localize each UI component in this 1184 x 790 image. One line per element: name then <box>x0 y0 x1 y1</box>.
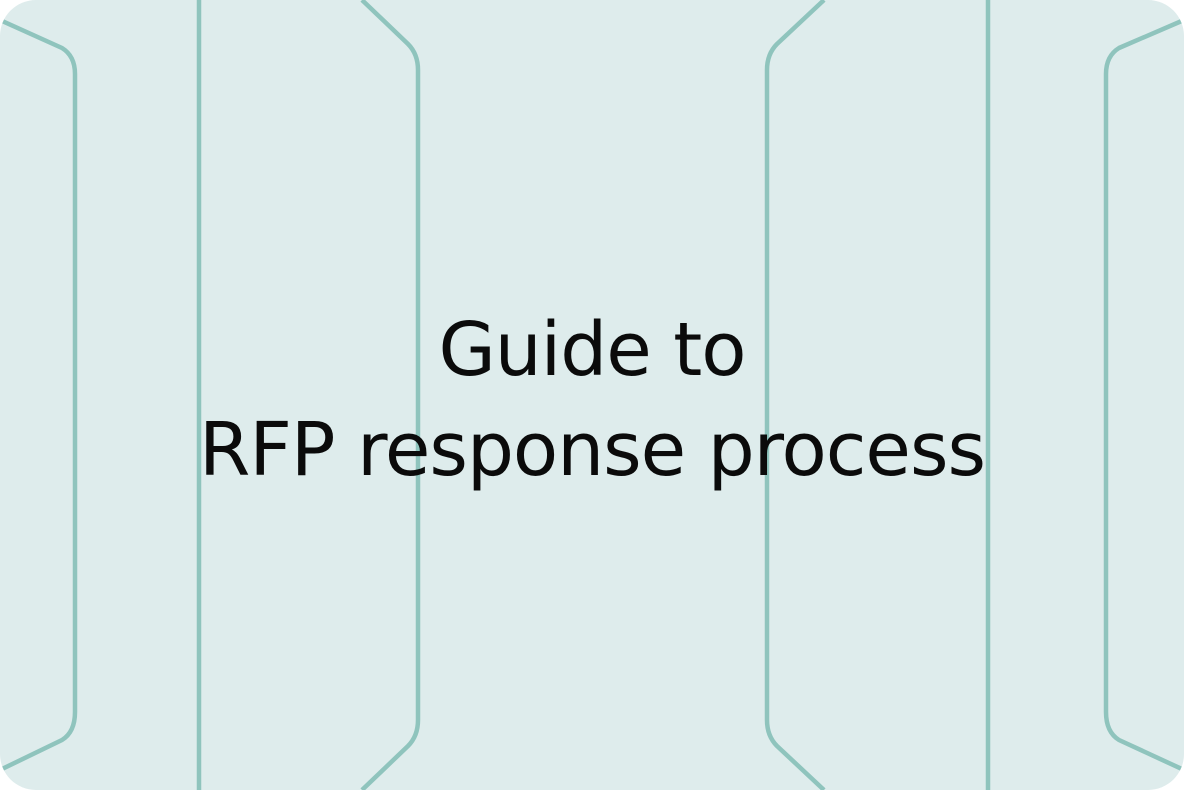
page-title: Guide to RFP response process <box>0 300 1184 500</box>
title-line-1: Guide to <box>438 307 746 393</box>
left-inner-bevel <box>360 0 421 790</box>
right-outer-bracket <box>1103 17 1184 773</box>
right-inner-bevel <box>764 0 826 790</box>
left-outer-bracket <box>0 17 78 773</box>
title-line-2: RFP response process <box>198 407 986 493</box>
